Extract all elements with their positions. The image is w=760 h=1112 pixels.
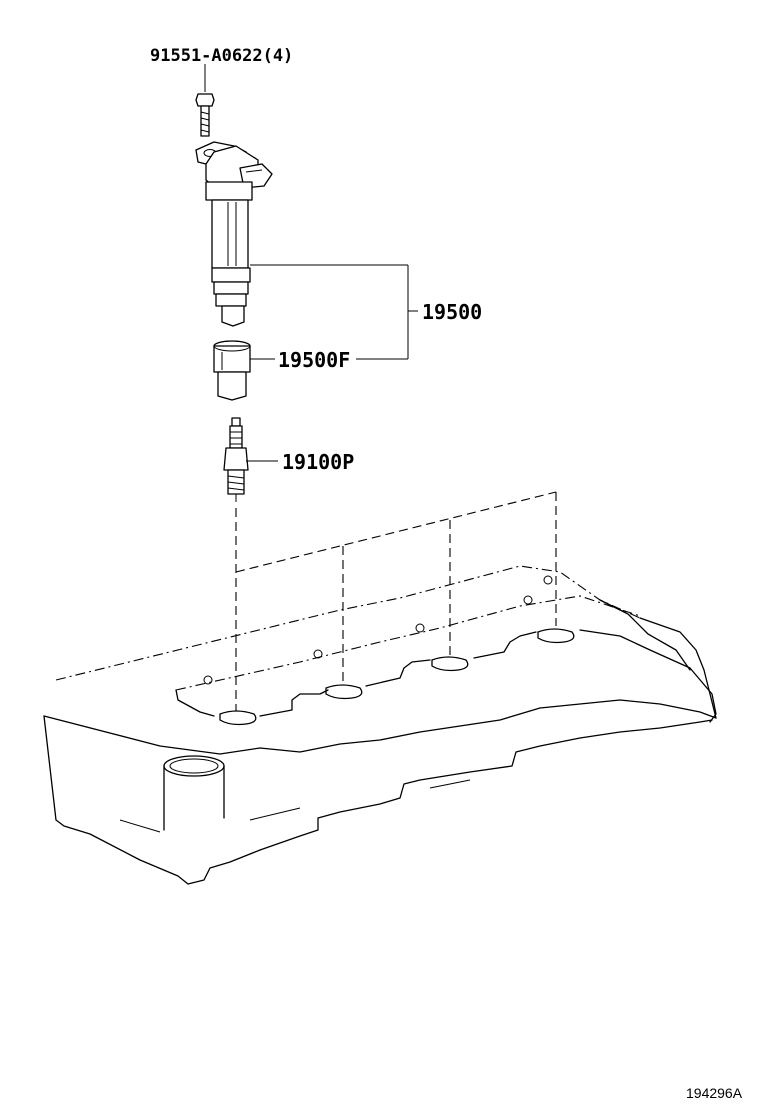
label-coil-boot: 19500F (278, 348, 350, 372)
cylinder-head-cover-drawing (43, 565, 717, 885)
bolt-drawing (195, 64, 215, 137)
ignition-coil-drawing (195, 141, 273, 327)
spark-plug-drawing (223, 417, 249, 502)
label-bolt: 91551-A0622(4) (150, 46, 293, 66)
label-coil-assy: 19500 (422, 300, 482, 324)
reference-code: 194296A (686, 1085, 743, 1101)
coil-boot-drawing (213, 340, 251, 401)
alignment-lines (235, 491, 557, 712)
leader-lines (246, 264, 418, 462)
label-spark-plug: 19100P (282, 450, 354, 474)
